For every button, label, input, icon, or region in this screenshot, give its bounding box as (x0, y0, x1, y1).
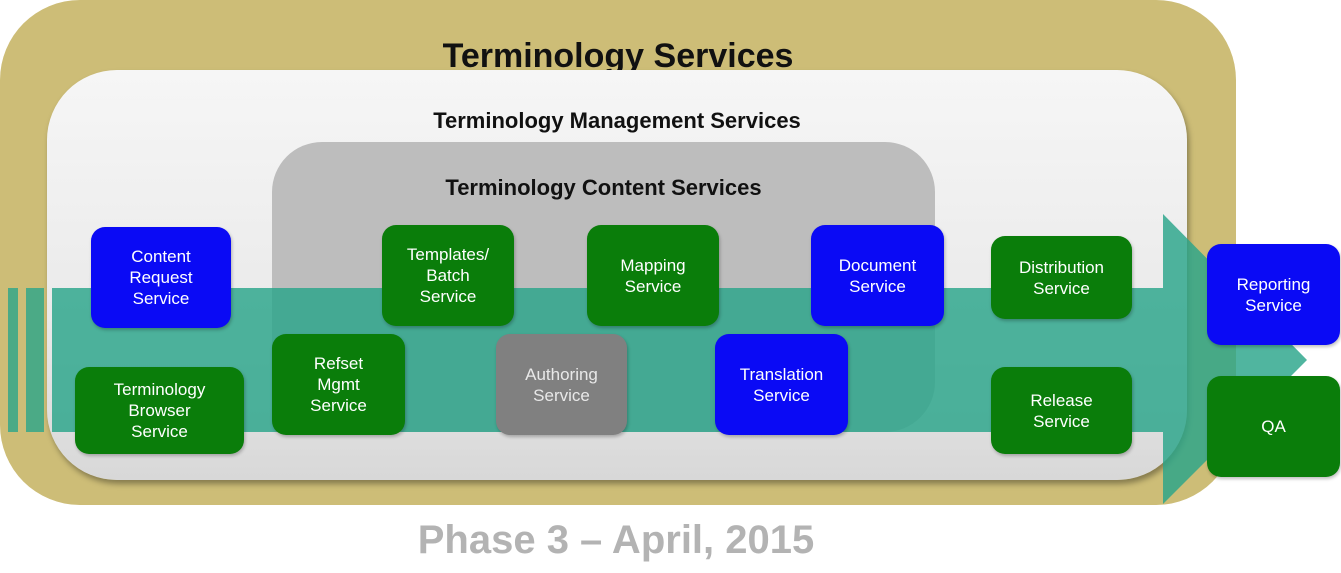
reporting-service-box: Reporting Service (1207, 244, 1340, 345)
terminology-content-title: Terminology Content Services (445, 175, 762, 200)
document-service-box: Document Service (811, 225, 944, 326)
content-request-service-box: Content Request Service (91, 227, 231, 328)
arrow-stripe-2 (26, 288, 44, 432)
terminology-management-title: Terminology Management Services (433, 108, 801, 133)
terminology-browser-service-box: Terminology Browser Service (75, 367, 244, 454)
translation-service-box: Translation Service (715, 334, 848, 435)
authoring-service-box: Authoring Service (496, 334, 627, 435)
templates-batch-service-box: Templates/ Batch Service (382, 225, 514, 326)
mapping-service-box: Mapping Service (587, 225, 719, 326)
qa-service-box: QA (1207, 376, 1340, 477)
release-service-box: Release Service (991, 367, 1132, 454)
arrow-stripe-1 (8, 288, 18, 432)
terminology-services-title: Terminology Services (442, 37, 794, 72)
distribution-service-box: Distribution Service (991, 236, 1132, 319)
refset-mgmt-service-box: Refset Mgmt Service (272, 334, 405, 435)
phase-caption: Phase 3 – April, 2015 (417, 518, 815, 562)
